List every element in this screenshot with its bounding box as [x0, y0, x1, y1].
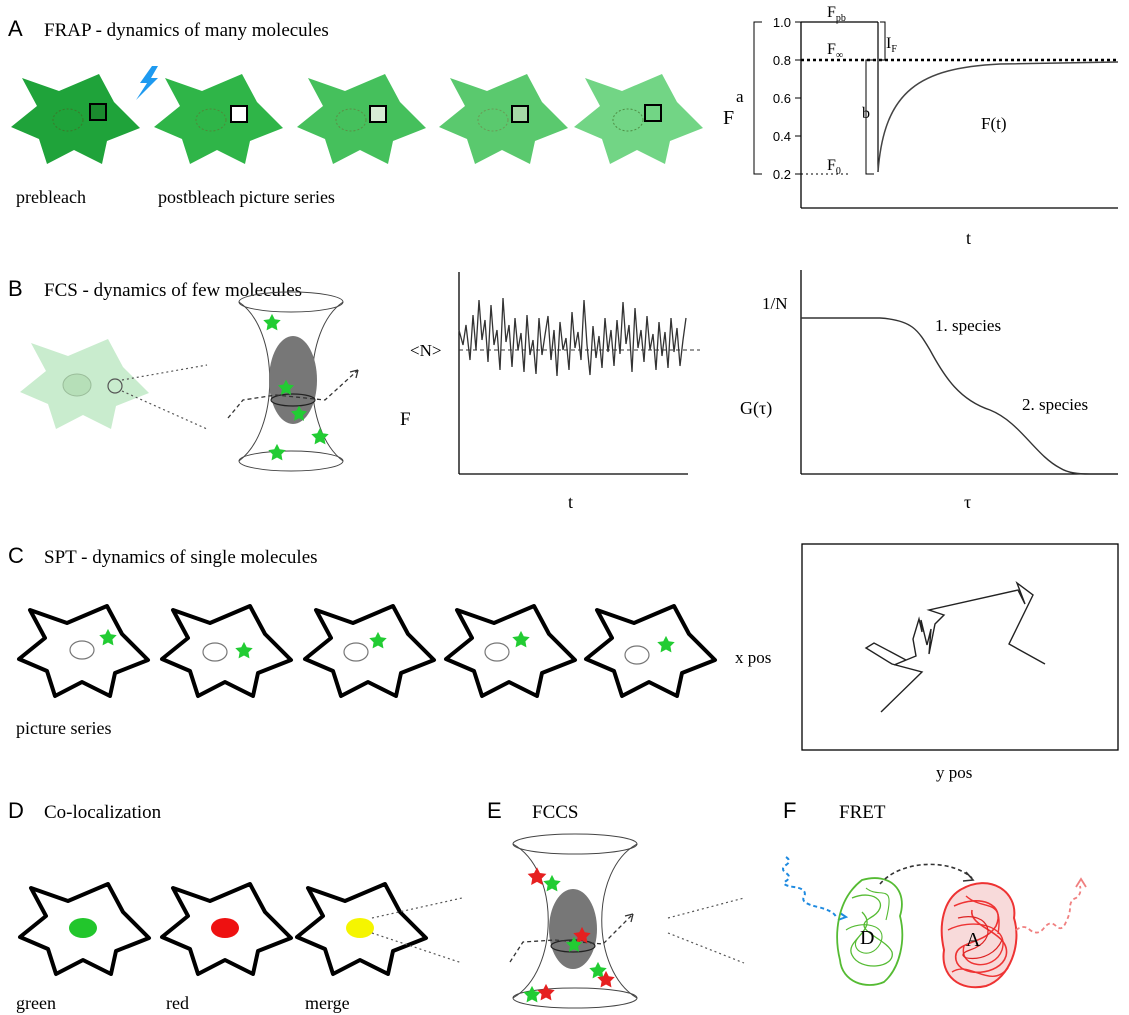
red-star-icon [527, 867, 547, 885]
fcs-cell [20, 339, 149, 429]
corr-x-axis-label: τ [964, 492, 971, 512]
recovery-curve [877, 61, 1119, 173]
donor-protein: D [836, 877, 904, 986]
frap-cell-prebleach [11, 74, 140, 164]
panel-b-title: FCS - dynamics of few molecules [44, 280, 302, 301]
y-tick-label: 0.6 [773, 91, 791, 106]
frap-cell-postbleach-2 [297, 74, 426, 164]
energy-transfer-arrow [879, 863, 973, 885]
frap-cell-postbleach-4 [574, 74, 703, 164]
panel-c-title: SPT - dynamics of single molecules [44, 547, 318, 568]
caption-red: red [166, 993, 189, 1013]
panel-a: A FRAP - dynamics of many molecules [8, 4, 1119, 248]
immobile-fraction-label: IF [886, 35, 897, 55]
panel-a-title: FRAP - dynamics of many molecules [44, 20, 329, 41]
yellow-signal-dot [346, 918, 374, 938]
panel-d: D Co-localization green red merge [8, 798, 463, 1013]
spt-cell-2 [160, 604, 293, 698]
lightning-icon [136, 66, 158, 100]
coloc-cell-green [18, 882, 151, 976]
panel-b: B FCS - dynamics of few molecules [8, 270, 1118, 512]
f-infinity-label: F∞ [827, 41, 843, 61]
caption-merge: merge [305, 993, 350, 1013]
fluctuation-trace [458, 297, 687, 377]
mean-n-label: <N> [410, 341, 441, 360]
track-x-axis-label: y pos [936, 763, 972, 782]
panel-e-title: FCCS [532, 802, 578, 823]
spt-cell-4 [444, 604, 577, 698]
caption-green: green [16, 993, 56, 1013]
panel-letter-d: D [8, 798, 24, 823]
acceptor-label: A [966, 929, 981, 951]
caption-picture-series: picture series [16, 718, 111, 738]
frap-cell-postbleach-3 [439, 74, 568, 164]
fcs-intensity-trace-graph: <N> F t [400, 272, 700, 512]
panel-letter-f: F [783, 798, 796, 823]
panel-letter-b: B [8, 276, 23, 301]
autocorrelation-curve [801, 317, 1118, 475]
corr-y-axis-label: G(τ) [740, 398, 772, 419]
track-y-axis-label: x pos [735, 648, 771, 667]
trace-x-axis-label: t [568, 492, 573, 512]
caption-prebleach: prebleach [16, 187, 86, 207]
caption-postbleach: postbleach picture series [158, 187, 335, 207]
curve-label: F(t) [981, 114, 1007, 133]
panel-d-title: Co-localization [44, 802, 162, 823]
fccs-confocal-volume [509, 833, 638, 1009]
f-pb-label: Fpb [827, 4, 846, 24]
fluorophore-star-icon [311, 427, 329, 445]
red-signal-dot [211, 918, 239, 938]
green-star-icon [543, 874, 561, 892]
green-signal-dot [69, 918, 97, 938]
trajectory-frame [801, 543, 1119, 751]
emission-wave-icon [1015, 885, 1082, 934]
panel-letter-c: C [8, 543, 24, 568]
coloc-cell-red [160, 882, 293, 976]
bracket-b-label: b [862, 105, 870, 122]
panel-letter-a: A [8, 16, 23, 41]
panel-letter-e: E [487, 798, 502, 823]
fcs-confocal-volume [227, 291, 359, 472]
species-1-label: 1. species [935, 316, 1001, 335]
y-tick-label: 0.4 [773, 129, 791, 144]
panel-f-title: FRET [839, 802, 886, 823]
panel-e: E FCCS [487, 798, 745, 1009]
acceptor-protein: A [940, 882, 1018, 989]
excitation-wave-icon [782, 856, 837, 918]
y-tick-label: 1.0 [773, 15, 791, 30]
panel-c: C SPT - dynamics of single molecules [8, 543, 1119, 782]
fluorophore-star-icon [268, 443, 286, 461]
spt-cell-3 [303, 604, 436, 698]
x-axis-label: t [966, 228, 971, 248]
species-2-label: 2. species [1022, 395, 1088, 414]
bracket-a-label: a [736, 87, 744, 106]
y-tick-label: 0.2 [773, 167, 791, 182]
spt-trajectory-graph: x pos y pos [735, 543, 1119, 782]
donor-label: D [860, 927, 874, 949]
red-star-icon [537, 983, 555, 1001]
trajectory-path [864, 580, 1046, 713]
fcs-autocorrelation-graph: 1/N G(τ) τ 1. species 2. species [740, 270, 1118, 512]
frap-recovery-graph: 1.0 0.8 0.6 0.4 0.2 a b Fpb F∞ F0 IF F t… [723, 4, 1119, 248]
frap-cell-postbleach-1 [154, 74, 283, 164]
corr-y-tick-label: 1/N [762, 294, 788, 313]
coloc-cell-merge [295, 882, 428, 976]
y-tick-label: 0.8 [773, 53, 791, 68]
trace-y-axis-label: F [400, 409, 411, 430]
green-star-icon [523, 985, 541, 1003]
y-axis-label: F [723, 107, 734, 129]
panel-f: F FRET D A [782, 798, 1087, 989]
spt-cell-1 [17, 604, 150, 698]
f-zero-label: F0 [827, 157, 841, 177]
spt-cell-5 [584, 604, 717, 698]
fluorophore-star-icon [263, 313, 281, 331]
